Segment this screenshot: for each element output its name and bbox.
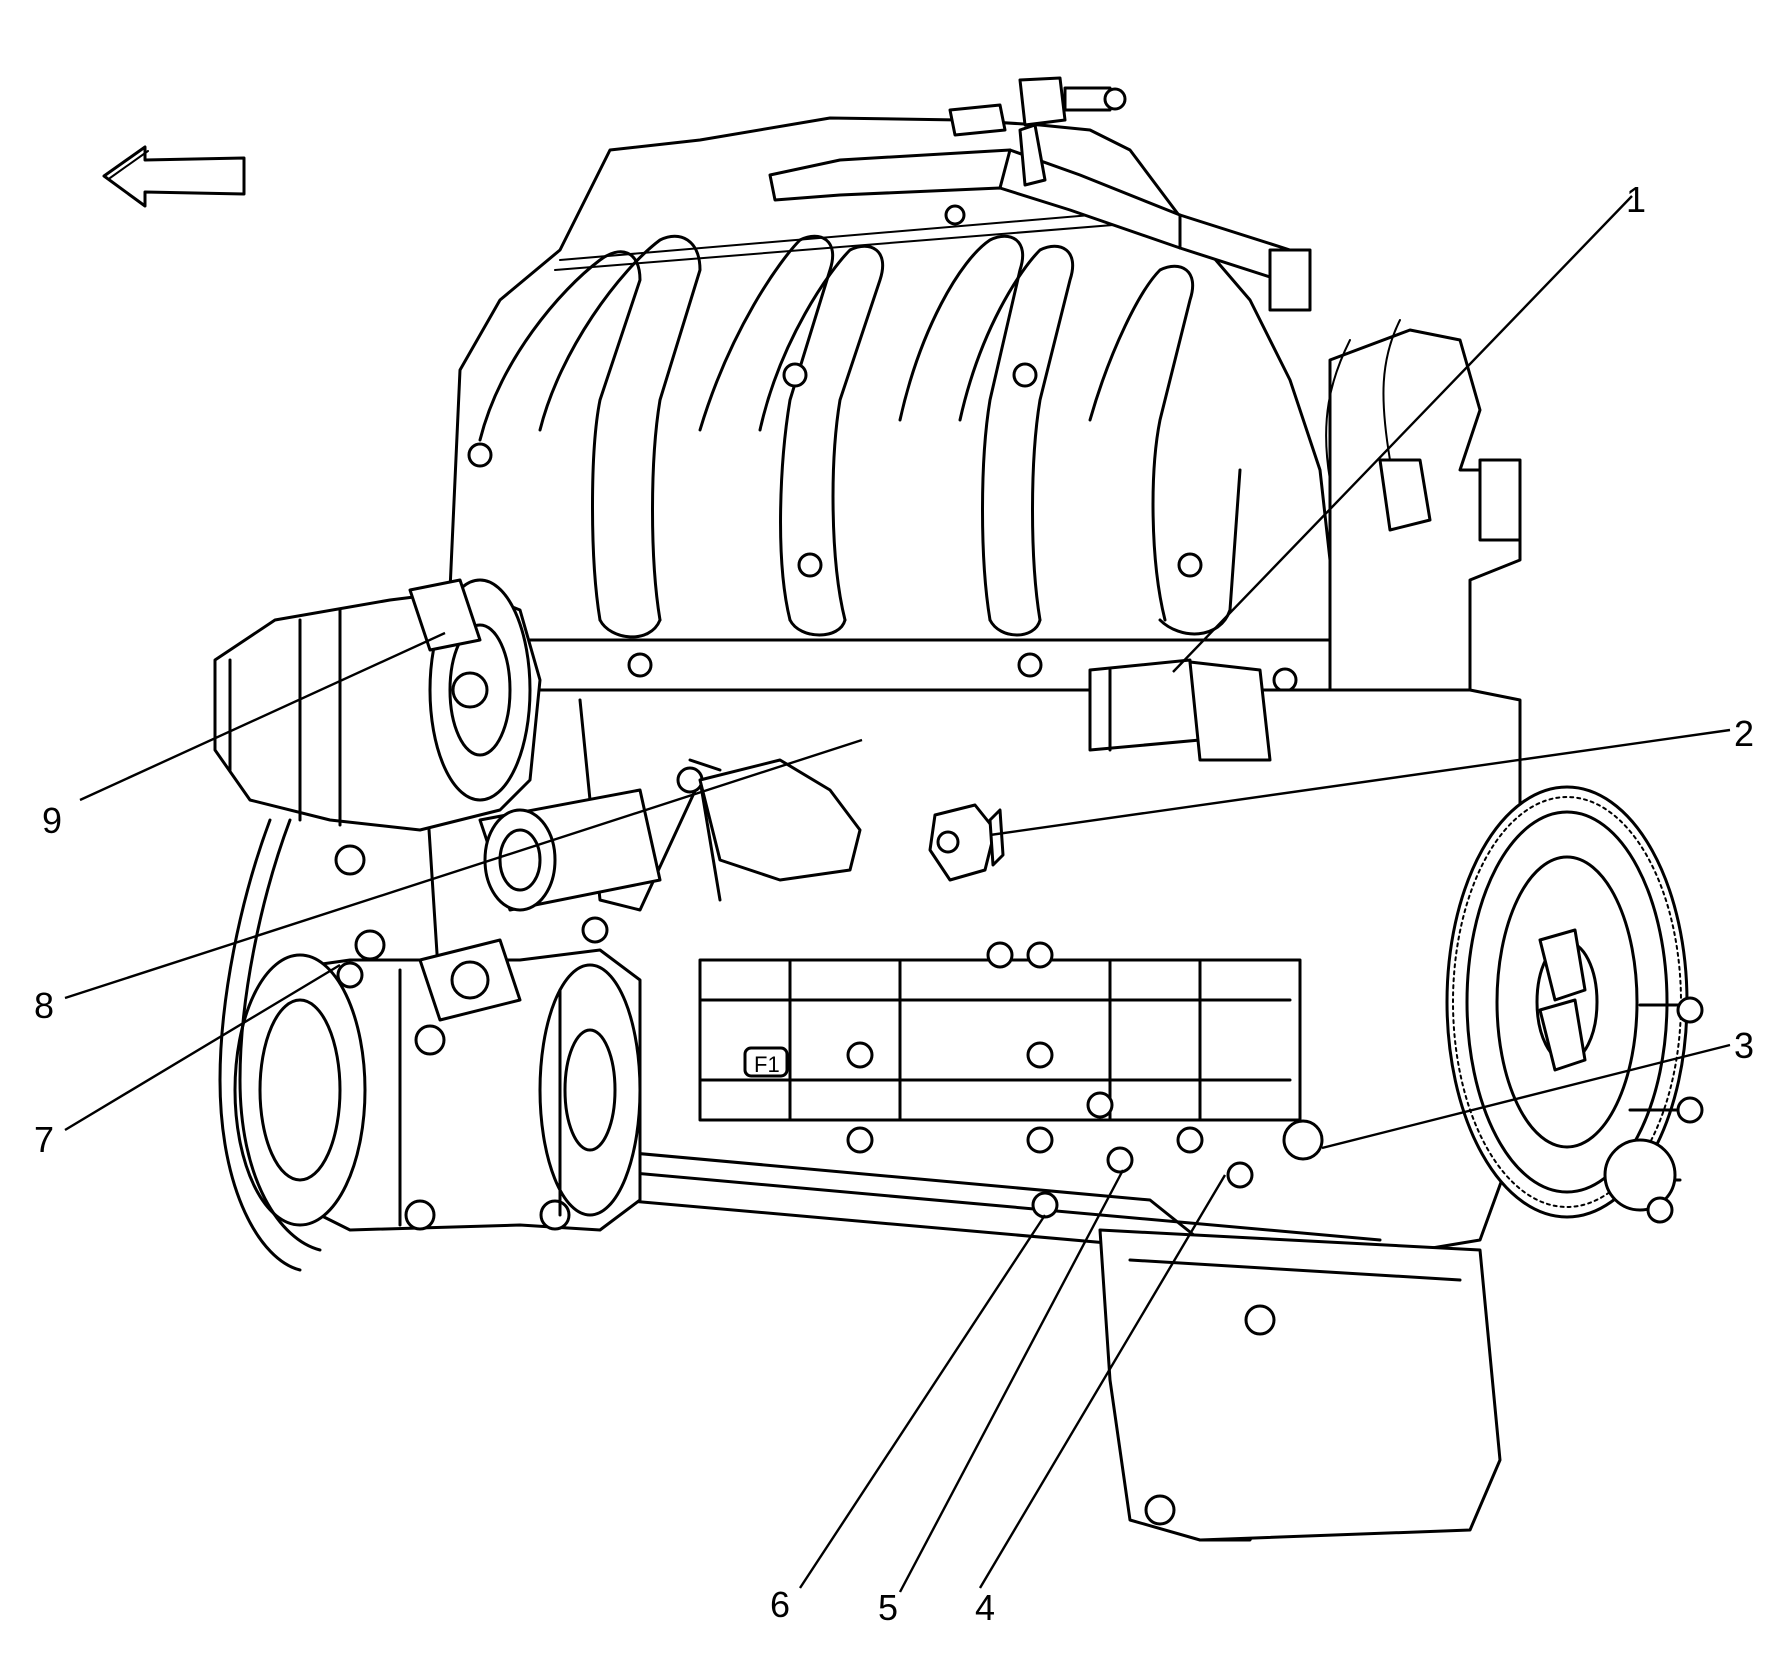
callout-8: 8 — [34, 985, 54, 1026]
starter-motor — [1088, 658, 1272, 762]
oil-pan — [1098, 1228, 1502, 1542]
generator — [213, 578, 542, 832]
leader-3 — [1321, 1043, 1731, 1150]
leader-2 — [989, 728, 1731, 837]
callout-1: 1 — [1626, 179, 1646, 220]
callout-9: 9 — [42, 800, 62, 841]
leader-6 — [798, 1214, 1047, 1589]
callout-4: 4 — [975, 1587, 995, 1628]
callout-labels: 1 2 3 4 5 6 7 8 9 — [34, 179, 1754, 1628]
callout-2: 2 — [1734, 713, 1754, 754]
direction-arrow-icon — [102, 145, 246, 208]
callout-6: 6 — [770, 1584, 790, 1625]
callout-3: 3 — [1734, 1025, 1754, 1066]
crankshaft-position-sensor — [928, 803, 1005, 882]
intake-manifold — [438, 76, 1472, 693]
leader-7 — [64, 963, 341, 1132]
leader-9 — [79, 631, 446, 802]
drive-belt — [218, 818, 322, 1272]
leader-5 — [898, 1169, 1125, 1593]
callout-5: 5 — [878, 1587, 898, 1628]
leader-1 — [1172, 195, 1633, 673]
callout-7: 7 — [34, 1119, 54, 1160]
leader-4 — [978, 1174, 1227, 1589]
flywheel — [1445, 785, 1704, 1224]
callout-leaders — [64, 195, 1731, 1593]
f1-marking: F1 — [754, 1052, 780, 1077]
ac-compressor — [233, 938, 642, 1232]
rear-bracket — [1325, 319, 1522, 702]
leader-8 — [64, 738, 863, 1000]
